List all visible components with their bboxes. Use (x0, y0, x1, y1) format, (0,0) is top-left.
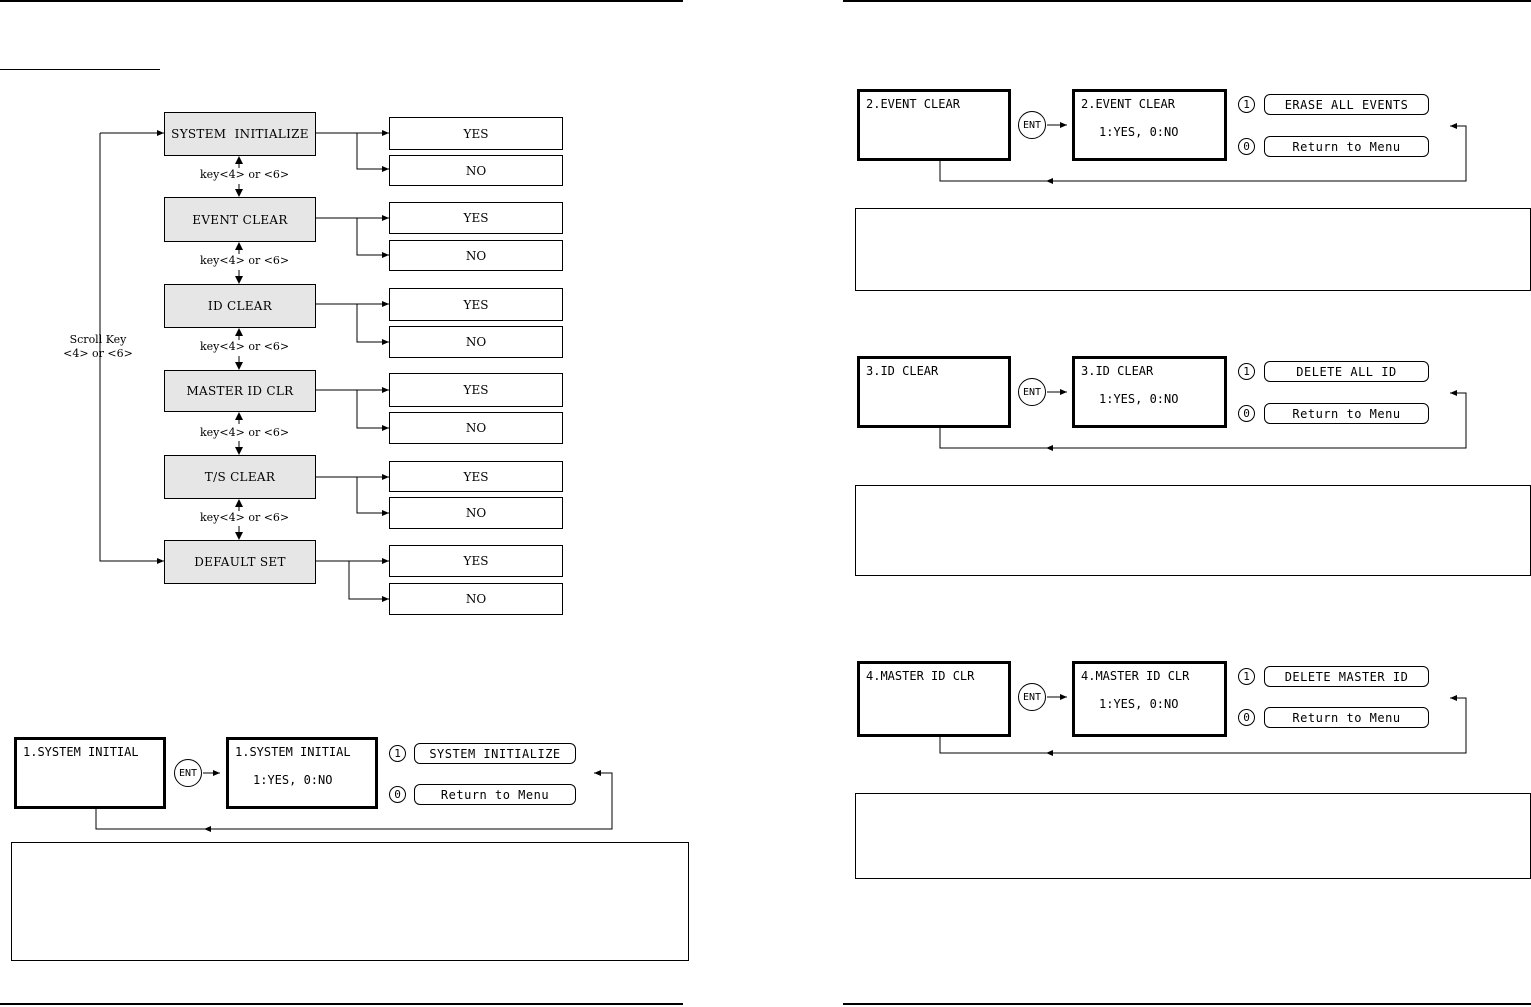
option-label: NO (465, 335, 487, 349)
option-yes: YES (389, 117, 563, 150)
lcd-menu-screen: 1.SYSTEM INITIAL (14, 737, 166, 809)
top-rule-right (843, 0, 1531, 2)
menu-system-initialize: SYSTEM INITIALIZE (164, 112, 316, 156)
option-pill: SYSTEM INITIALIZE (414, 743, 576, 764)
option-label: NO (465, 421, 487, 435)
option-label: NO (465, 506, 487, 520)
scroll-key-label: Scroll Key <4> or <6> (58, 333, 138, 361)
option-label: NO (465, 592, 487, 606)
option-pill: ERASE ALL EVENTS (1264, 94, 1429, 115)
option-yes: YES (389, 461, 563, 492)
menu-label: T/S CLEAR (204, 470, 276, 484)
option-pill: Return to Menu (414, 784, 576, 805)
menu-id-clear: ID CLEAR (164, 284, 316, 328)
option-yes: YES (389, 202, 563, 234)
option-pill: Return to Menu (1264, 707, 1429, 728)
ent-key: ENT (1018, 378, 1046, 406)
option-pill: Return to Menu (1264, 403, 1429, 424)
lcd-confirm-screen: 2.EVENT CLEAR 1:YES, 0:NO (1072, 89, 1227, 161)
lcd-line: 4.MASTER ID CLR (866, 669, 975, 683)
ent-key: ENT (1018, 683, 1046, 711)
option-label: YES (463, 297, 489, 312)
option-no: NO (389, 412, 563, 444)
option-label: NO (465, 163, 487, 178)
menu-label: MASTER ID CLR (186, 384, 294, 398)
key-0-icon: 0 (389, 786, 406, 803)
lcd-line: 1:YES, 0:NO (1099, 392, 1179, 406)
menu-event-clear: EVENT CLEAR (164, 197, 316, 242)
key-label: key<4> or <6> (200, 511, 290, 524)
option-label: YES (463, 554, 489, 568)
menu-label: DEFAULT SET (194, 555, 286, 569)
scroll-key-line2: <4> or <6> (63, 347, 133, 360)
lcd-menu-screen: 3.ID CLEAR (857, 356, 1011, 428)
note-box (855, 793, 1531, 879)
option-yes: YES (389, 545, 563, 577)
option-label: NO (465, 248, 487, 263)
option-no: NO (389, 497, 563, 529)
key-label: key<4> or <6> (200, 168, 290, 181)
menu-label: SYSTEM INITIALIZE (171, 127, 309, 141)
lcd-menu-screen: 4.MASTER ID CLR (857, 661, 1011, 737)
note-box (855, 485, 1531, 576)
option-no: NO (389, 583, 563, 615)
menu-label: ID CLEAR (207, 299, 273, 313)
menu-ts-clear: T/S CLEAR (164, 455, 316, 499)
lcd-line: 1.SYSTEM INITIAL (235, 745, 351, 759)
bottom-rule-left (0, 1003, 683, 1005)
top-rule-left (0, 0, 683, 2)
lcd-line: 4.MASTER ID CLR (1081, 669, 1190, 683)
key-1-icon: 1 (1238, 96, 1255, 113)
option-yes: YES (389, 288, 563, 321)
menu-master-id-clr: MASTER ID CLR (164, 370, 316, 412)
key-0-icon: 0 (1238, 405, 1255, 422)
key-1-icon: 1 (1238, 668, 1255, 685)
menu-default-set: DEFAULT SET (164, 540, 316, 584)
lcd-line: 2.EVENT CLEAR (1081, 97, 1175, 111)
option-pill: DELETE ALL ID (1264, 361, 1429, 382)
option-no: NO (389, 240, 563, 271)
key-label: key<4> or <6> (200, 340, 290, 353)
option-no: NO (389, 326, 563, 358)
option-pill: Return to Menu (1264, 136, 1429, 157)
key-label: key<4> or <6> (200, 426, 290, 439)
option-no: NO (389, 155, 563, 186)
option-label: YES (463, 126, 489, 141)
lcd-line: 3.ID CLEAR (1081, 364, 1154, 378)
lcd-line: 1:YES, 0:NO (1099, 125, 1179, 139)
note-box (11, 842, 689, 961)
section-heading-underline (0, 69, 160, 70)
lcd-confirm-screen: 4.MASTER ID CLR 1:YES, 0:NO (1072, 661, 1227, 737)
key-1-icon: 1 (389, 745, 406, 762)
lcd-confirm-screen: 3.ID CLEAR 1:YES, 0:NO (1072, 356, 1227, 428)
ent-key: ENT (1018, 111, 1046, 139)
key-label: key<4> or <6> (200, 254, 290, 267)
lcd-line: 2.EVENT CLEAR (866, 97, 960, 111)
key-0-icon: 0 (1238, 709, 1255, 726)
lcd-menu-screen: 2.EVENT CLEAR (857, 89, 1011, 161)
key-1-icon: 1 (1238, 363, 1255, 380)
option-label: YES (463, 469, 489, 484)
key-0-icon: 0 (1238, 138, 1255, 155)
bottom-rule-right (843, 1003, 1531, 1005)
scroll-key-line1: Scroll Key (69, 333, 127, 346)
lcd-line: 1:YES, 0:NO (1099, 697, 1179, 711)
option-label: YES (463, 211, 489, 225)
option-label: YES (463, 383, 489, 397)
lcd-line: 1:YES, 0:NO (253, 773, 333, 787)
ent-key: ENT (174, 759, 202, 787)
option-yes: YES (389, 373, 563, 407)
option-pill: DELETE MASTER ID (1264, 666, 1429, 687)
menu-label: EVENT CLEAR (192, 212, 288, 227)
lcd-line: 3.ID CLEAR (866, 364, 939, 378)
lcd-confirm-screen: 1.SYSTEM INITIAL 1:YES, 0:NO (226, 737, 378, 809)
lcd-line: 1.SYSTEM INITIAL (23, 745, 139, 759)
note-box (855, 208, 1531, 291)
